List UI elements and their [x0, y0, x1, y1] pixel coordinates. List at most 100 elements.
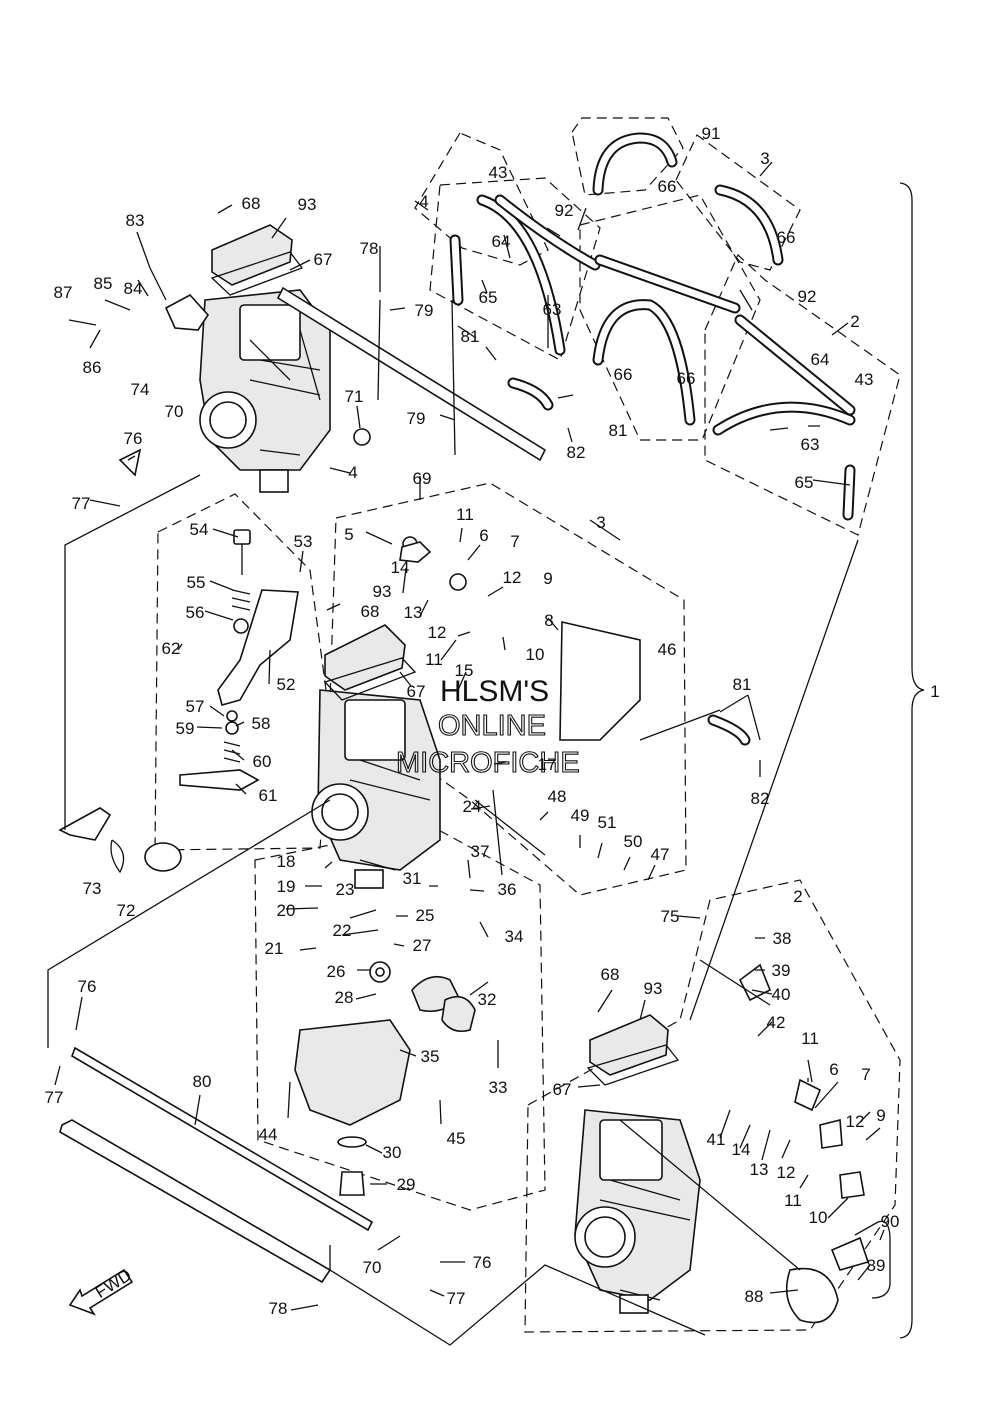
carburetor-body-1: [199, 289, 331, 493]
callout-label-75: 75: [661, 907, 680, 926]
callout-label-88: 88: [745, 1287, 764, 1306]
callout-label-77: 77: [447, 1289, 466, 1308]
callout-label-2: 2: [793, 887, 802, 906]
callout-label-10: 10: [809, 1208, 828, 1227]
callout-label-1: 1: [930, 682, 939, 701]
callout-label-17: 17: [538, 755, 557, 774]
callout-label-55: 55: [187, 573, 206, 592]
callout-label-21: 21: [265, 939, 284, 958]
callout-label-90: 90: [881, 1212, 900, 1231]
watermark-line3: MICROFICHE: [396, 747, 580, 779]
callout-label-32: 32: [478, 990, 497, 1009]
callout-label-31: 31: [403, 869, 422, 888]
callout-label-41: 41: [707, 1130, 726, 1149]
callout-label-11: 11: [456, 505, 474, 524]
callout-label-11: 11: [801, 1029, 819, 1048]
callout-label-59: 59: [176, 719, 195, 738]
watermark-line2: ONLINE: [438, 710, 546, 742]
callout-label-40: 40: [772, 985, 791, 1004]
callout-label-61: 61: [259, 786, 278, 805]
callout-label-26: 26: [327, 962, 346, 981]
callout-label-34: 34: [505, 927, 524, 946]
callout-label-77: 77: [72, 494, 91, 513]
callout-label-25: 25: [416, 906, 435, 925]
callout-label-45: 45: [447, 1129, 466, 1148]
callout-label-30: 30: [383, 1143, 402, 1162]
callout-label-53: 53: [294, 532, 313, 551]
callout-label-85: 85: [94, 274, 113, 293]
callout-label-66: 66: [658, 177, 677, 196]
callout-label-6: 6: [829, 1060, 838, 1079]
callout-label-74: 74: [131, 380, 150, 399]
callout-label-9: 9: [876, 1106, 885, 1125]
callout-label-4: 4: [348, 463, 357, 482]
callout-label-66: 66: [777, 228, 796, 247]
callout-label-38: 38: [773, 929, 792, 948]
callout-label-3: 3: [760, 149, 769, 168]
callout-label-6: 6: [479, 526, 488, 545]
callout-label-92: 92: [555, 201, 574, 220]
callout-label-15: 15: [455, 661, 474, 680]
callout-label-73: 73: [83, 879, 102, 898]
callout-label-23: 23: [336, 880, 355, 899]
callout-label-12: 12: [777, 1163, 796, 1182]
callout-label-42: 42: [767, 1013, 786, 1032]
callout-label-92: 92: [798, 287, 817, 306]
carburetor-body-3: [574, 1109, 701, 1314]
watermark: HLSM'S ONLINE MICROFICHE: [395, 675, 580, 780]
callout-label-48: 48: [548, 787, 567, 806]
callout-label-68: 68: [601, 965, 620, 984]
callout-label-76: 76: [78, 977, 97, 996]
callout-label-67: 67: [553, 1080, 572, 1099]
callout-label-79: 79: [407, 409, 426, 428]
callout-label-81: 81: [461, 327, 480, 346]
callout-label-68: 68: [242, 194, 261, 213]
assembly-brace: [899, 182, 925, 1339]
callout-label-18: 18: [277, 852, 296, 871]
callout-label-47: 47: [651, 845, 670, 864]
callout-label-91: 91: [702, 124, 721, 143]
callout-label-37: 37: [471, 842, 490, 861]
callout-label-64: 64: [811, 350, 830, 369]
forward-arrow-icon: FWD: [68, 1265, 135, 1316]
callout-label-62: 62: [162, 639, 181, 658]
callout-label-72: 72: [117, 901, 136, 920]
connector-lines: [47, 474, 801, 1346]
callout-label-9: 9: [543, 569, 552, 588]
callout-label-13: 13: [750, 1160, 769, 1179]
callout-label-76: 76: [473, 1253, 492, 1272]
callout-label-56: 56: [186, 603, 205, 622]
callout-label-70: 70: [165, 402, 184, 421]
callout-label-51: 51: [598, 813, 617, 832]
callout-label-65: 65: [479, 288, 498, 307]
callout-label-64: 64: [492, 232, 511, 251]
callout-label-19: 19: [277, 877, 296, 896]
callout-label-33: 33: [489, 1078, 508, 1097]
callout-label-13: 13: [404, 603, 423, 622]
callout-label-93: 93: [373, 582, 392, 601]
callout-label-12: 12: [846, 1112, 865, 1131]
callout-label-82: 82: [751, 789, 770, 808]
callout-label-52: 52: [277, 675, 296, 694]
callout-label-11: 11: [784, 1191, 802, 1210]
carburetor-body-2: [311, 689, 441, 889]
callout-label-7: 7: [861, 1065, 870, 1084]
callout-label-7: 7: [510, 532, 519, 551]
callout-label-46: 46: [658, 640, 677, 659]
callout-label-4: 4: [419, 192, 428, 211]
callout-label-49: 49: [571, 806, 590, 825]
callout-label-83: 83: [126, 211, 145, 230]
linkage-rods: [59, 286, 547, 1284]
carb-caps: [210, 224, 680, 1086]
callout-label-84: 84: [124, 279, 143, 298]
callout-label-69: 69: [413, 469, 432, 488]
callout-label-20: 20: [277, 901, 296, 920]
callout-label-44: 44: [259, 1125, 278, 1144]
watermark-line1: HLSM'S: [440, 675, 549, 708]
callout-label-77: 77: [45, 1088, 64, 1107]
callout-label-43: 43: [855, 370, 874, 389]
callout-label-2: 2: [850, 312, 859, 331]
callout-label-14: 14: [732, 1140, 751, 1159]
callout-label-68: 68: [361, 602, 380, 621]
